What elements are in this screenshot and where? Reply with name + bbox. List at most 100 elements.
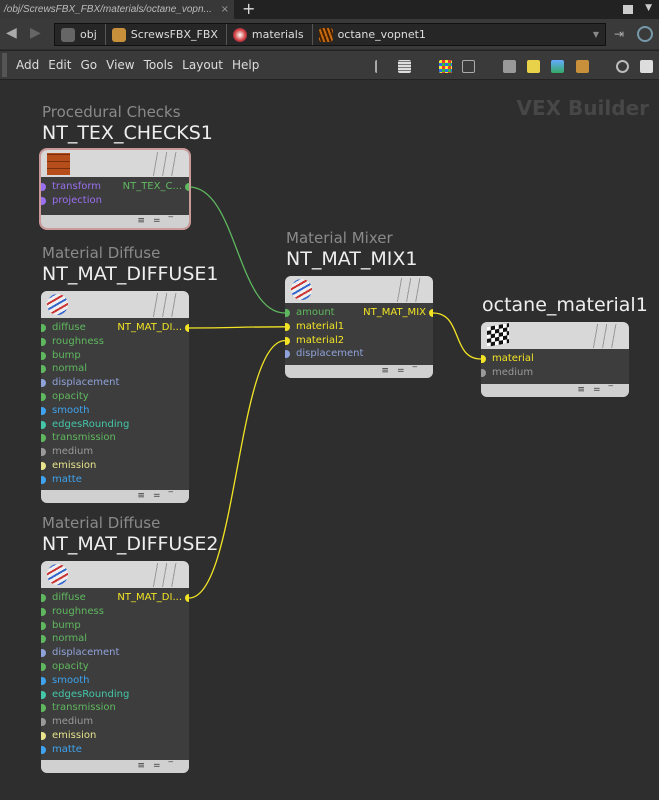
- menu-edit[interactable]: Edit: [48, 58, 72, 72]
- back-arrow-icon[interactable]: ◀: [6, 25, 17, 41]
- node-name-label[interactable]: octane_material1: [482, 294, 648, 316]
- node-flags[interactable]: [149, 152, 179, 176]
- port-dot[interactable]: [41, 745, 46, 754]
- menu-tools[interactable]: Tools: [143, 58, 174, 72]
- input-port-opacity[interactable]: opacity: [41, 660, 189, 674]
- port-dot[interactable]: [429, 309, 433, 317]
- tab-menu-icon[interactable]: ▼: [645, 3, 652, 13]
- output-port[interactable]: NT_MAT_MIX: [363, 306, 433, 320]
- maximize-icon[interactable]: [623, 5, 633, 14]
- eye-icon[interactable]: [640, 60, 653, 73]
- node-header[interactable]: [285, 276, 433, 303]
- port-dot[interactable]: [41, 704, 46, 713]
- input-port-material2[interactable]: material2: [285, 334, 433, 348]
- port-dot[interactable]: [41, 635, 46, 644]
- port-dot[interactable]: [285, 309, 290, 317]
- search-icon[interactable]: [616, 60, 629, 73]
- port-dot[interactable]: [41, 196, 46, 205]
- new-tab-button[interactable]: +: [242, 0, 256, 18]
- input-port-medium[interactable]: medium: [41, 445, 189, 459]
- input-port-matte[interactable]: matte: [41, 743, 189, 757]
- port-dot[interactable]: [285, 336, 290, 345]
- path-dropdown-icon[interactable]: ▼: [592, 30, 599, 39]
- path-tab[interactable]: /obj/ScrewsFBX_FBX/materials/octane_vopn…: [0, 0, 234, 19]
- port-dot[interactable]: [41, 448, 46, 457]
- breadcrumb-materials[interactable]: materials: [227, 24, 313, 45]
- output-port[interactable]: NT_TEX_C...: [123, 180, 189, 194]
- input-port-matte[interactable]: matte: [41, 473, 189, 487]
- grid-icon[interactable]: [462, 60, 475, 73]
- node-footer[interactable]: ≡=‾: [481, 384, 629, 397]
- port-dot[interactable]: [285, 322, 290, 331]
- input-port-bump[interactable]: bump: [41, 349, 189, 363]
- port-dot[interactable]: [41, 461, 46, 470]
- port-dot[interactable]: [41, 718, 46, 727]
- menu-view[interactable]: View: [106, 58, 135, 72]
- port-dot[interactable]: [41, 621, 46, 630]
- menu-add[interactable]: Add: [16, 58, 40, 72]
- node-footer[interactable]: ≡=‾: [41, 490, 189, 503]
- input-port-normal[interactable]: normal: [41, 362, 189, 376]
- port-dot[interactable]: [41, 475, 46, 484]
- list-view-icon[interactable]: [398, 60, 411, 73]
- node-flags[interactable]: [149, 293, 179, 317]
- input-port-transmission[interactable]: transmission: [41, 701, 189, 715]
- input-port-displacement[interactable]: displacement: [285, 347, 433, 361]
- node-header[interactable]: [41, 150, 189, 177]
- node-header[interactable]: [481, 322, 629, 349]
- input-port-material[interactable]: material: [481, 352, 629, 366]
- port-dot[interactable]: [185, 324, 189, 332]
- input-port-emission[interactable]: emission: [41, 459, 189, 473]
- port-dot[interactable]: [285, 350, 290, 359]
- input-port-transform[interactable]: transform: [41, 180, 189, 194]
- input-port-roughness[interactable]: roughness: [41, 335, 189, 349]
- port-dot[interactable]: [41, 607, 46, 616]
- port-dot[interactable]: [41, 434, 46, 443]
- port-dot[interactable]: [481, 355, 486, 363]
- port-dot[interactable]: [185, 594, 189, 602]
- port-dot[interactable]: [41, 365, 46, 374]
- port-dot[interactable]: [41, 731, 46, 740]
- input-port-displacement[interactable]: displacement: [41, 376, 189, 390]
- forward-arrow-icon[interactable]: ▶: [30, 25, 41, 41]
- sticky-note-icon[interactable]: [527, 60, 540, 73]
- port-dot[interactable]: [41, 690, 46, 699]
- menu-layout[interactable]: Layout: [182, 58, 223, 72]
- node-footer[interactable]: ≡=‾: [41, 215, 189, 228]
- input-port-diffuse[interactable]: diffuse: [41, 591, 189, 605]
- input-port-displacement[interactable]: displacement: [41, 646, 189, 660]
- port-dot[interactable]: [41, 379, 46, 388]
- subnet-box-icon[interactable]: [576, 60, 589, 73]
- input-port-medium[interactable]: medium: [41, 715, 189, 729]
- link-icon[interactable]: [637, 26, 653, 42]
- breadcrumb-octane-vopnet[interactable]: octane_vopnet1: [313, 24, 434, 45]
- input-port-roughness[interactable]: roughness: [41, 605, 189, 619]
- node-footer[interactable]: ≡=‾: [41, 760, 189, 773]
- port-dot[interactable]: [41, 662, 46, 671]
- breadcrumb-obj[interactable]: obj: [55, 24, 106, 45]
- port-dot[interactable]: [41, 392, 46, 401]
- menu-help[interactable]: Help: [231, 58, 260, 72]
- input-port-diffuse[interactable]: diffuse: [41, 321, 189, 335]
- node-name-label[interactable]: NT_TEX_CHECKS1: [42, 122, 213, 144]
- port-dot[interactable]: [41, 183, 46, 191]
- node-header[interactable]: [41, 561, 189, 588]
- port-dot[interactable]: [481, 368, 486, 377]
- node-flags[interactable]: [589, 324, 619, 348]
- input-port-bump[interactable]: bump: [41, 619, 189, 633]
- input-port-transmission[interactable]: transmission: [41, 431, 189, 445]
- node-name-label[interactable]: NT_MAT_DIFFUSE2: [42, 533, 219, 555]
- input-port-smooth[interactable]: smooth: [41, 404, 189, 418]
- node-name-label[interactable]: NT_MAT_DIFFUSE1: [42, 263, 219, 285]
- pin-icon[interactable]: ⇥: [614, 27, 625, 41]
- node-name-label[interactable]: NT_MAT_MIX1: [286, 248, 418, 270]
- input-port-edgesRounding[interactable]: edgesRounding: [41, 418, 189, 432]
- input-port-smooth[interactable]: smooth: [41, 674, 189, 688]
- port-dot[interactable]: [41, 337, 46, 346]
- node-flags[interactable]: [149, 563, 179, 587]
- background-image-icon[interactable]: [551, 60, 564, 73]
